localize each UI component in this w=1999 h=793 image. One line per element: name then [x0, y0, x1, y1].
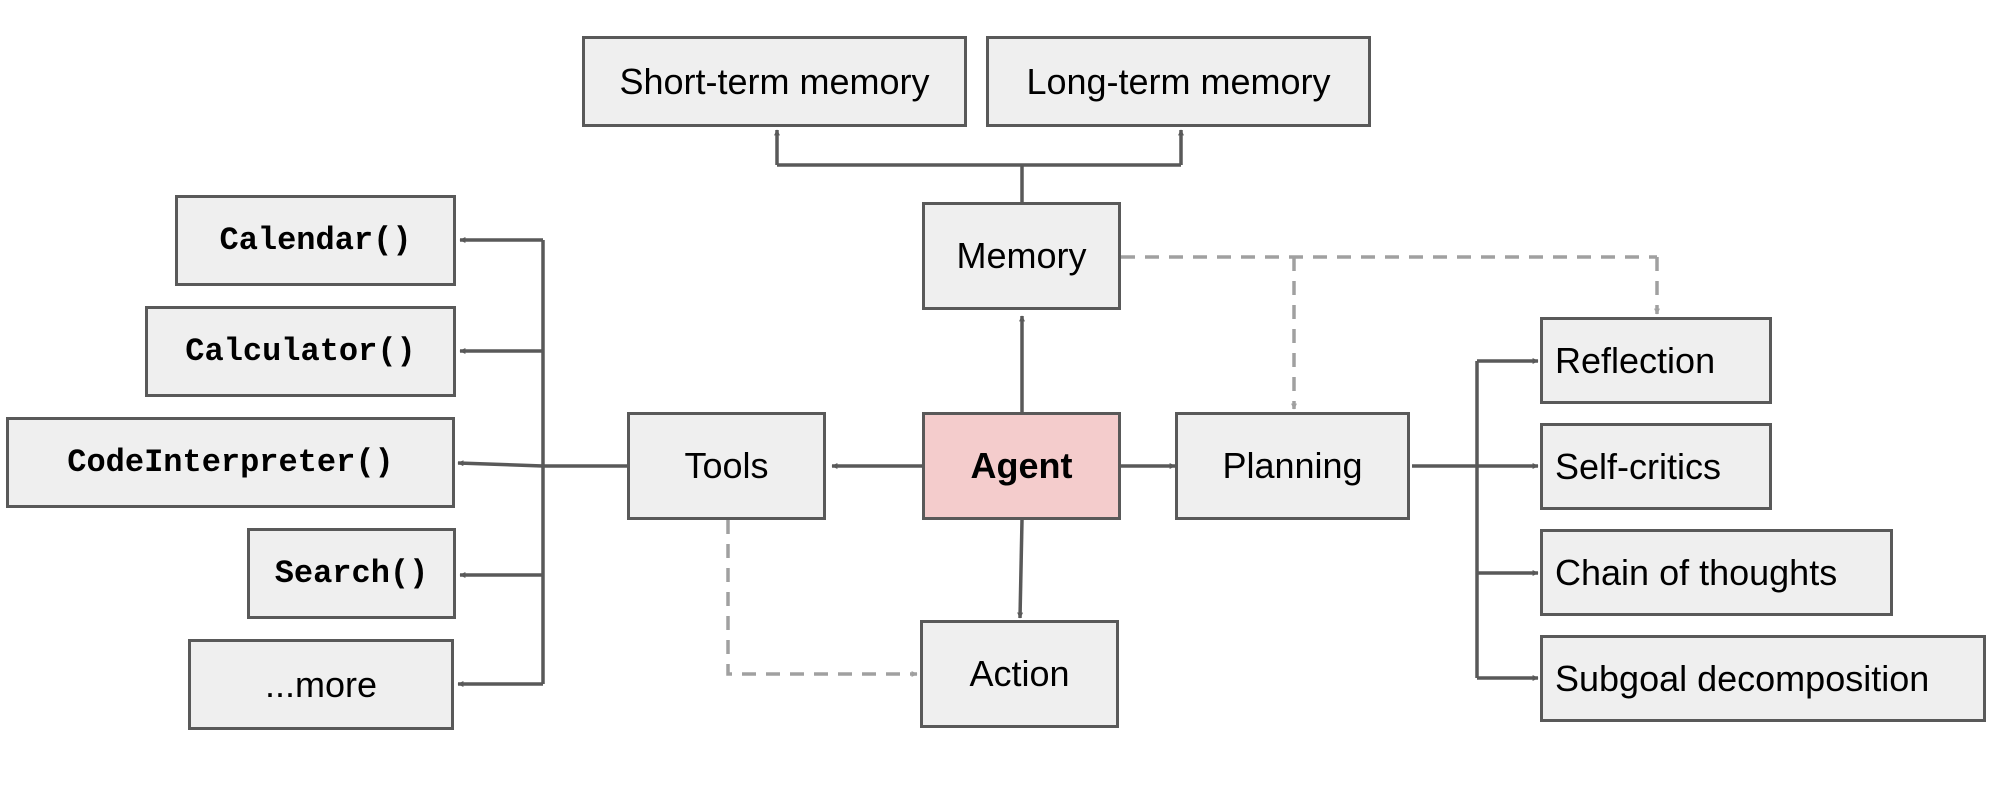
edge-to-code-interpreter	[457, 460, 544, 468]
more-tools-node: ...more	[188, 639, 454, 730]
calendar-tool-node: Calendar()	[175, 195, 456, 286]
long-term-memory-node: Long-term memory	[986, 36, 1371, 127]
memory-node: Memory	[922, 202, 1121, 310]
subgoal-decomposition-node: Subgoal decomposition	[1540, 635, 1986, 722]
self-critics-node: Self-critics	[1540, 423, 1772, 510]
calculator-tool-node: Calculator()	[145, 306, 456, 397]
agent-node: Agent	[922, 412, 1121, 520]
code-interpreter-tool-node: CodeInterpreter()	[6, 417, 455, 508]
search-tool-node: Search()	[247, 528, 456, 619]
action-node: Action	[920, 620, 1119, 728]
chain-of-thoughts-node: Chain of thoughts	[1540, 529, 1893, 616]
reflection-node: Reflection	[1540, 317, 1772, 404]
edge-dashed-tools-action	[726, 520, 918, 677]
short-term-memory-node: Short-term memory	[582, 36, 967, 127]
edge-agent-action	[1017, 519, 1024, 619]
planning-node: Planning	[1175, 412, 1410, 520]
tools-node: Tools	[627, 412, 826, 520]
